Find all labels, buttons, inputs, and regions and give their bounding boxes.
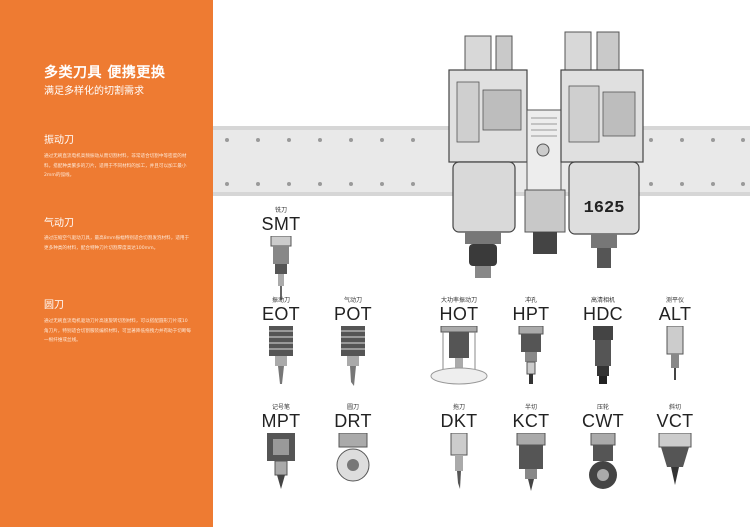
punch-tool-icon (518, 326, 544, 384)
tool-chinese-name: 铣刀 (274, 207, 287, 214)
tool-code: DRT (334, 411, 372, 431)
section-body-oscillating: 通过无刷直流电机高频振动从而切割材料，非常适合切割中等密度的材料。搭配种类繁多的… (44, 154, 187, 178)
tool-code: POT (334, 304, 372, 324)
section-heading-pneumatic: 气动刀 (44, 218, 74, 229)
tool-chinese-name: 振动刀 (271, 297, 290, 304)
tool-chinese-name: 斜切 (668, 404, 681, 411)
drag-knife-icon (450, 433, 468, 489)
pneumatic-tool-icon (341, 326, 365, 386)
section-body-rotary: 通过无刷直流电机驱动刀片高速旋转切割材料，可以搭配圆形刀片或10角刀片，特别适合… (44, 319, 192, 343)
tool-code: KCT (512, 411, 550, 431)
tool-code: HOT (439, 304, 479, 324)
tool-code: EOT (262, 304, 300, 324)
camera-icon (593, 326, 613, 384)
cutting-head-illustration: 1625 (213, 31, 750, 278)
marker-pen-icon (267, 433, 295, 489)
tool-chinese-name: 冲孔 (524, 297, 537, 304)
section-heading-oscillating: 振动刀 (44, 135, 74, 146)
rail-bolts (225, 138, 745, 186)
tool-code: HDC (583, 304, 623, 324)
kiss-cut-tool-icon (516, 433, 546, 491)
leveler-icon (666, 326, 684, 380)
crease-wheel-icon (589, 433, 617, 489)
tool-code: ALT (658, 304, 692, 324)
tool-chinese-name: 半切 (524, 404, 537, 411)
tool-chinese-name: 记号笔 (271, 404, 290, 411)
tool-chinese-name: 气动刀 (343, 297, 362, 304)
tool-code: CWT (582, 411, 624, 431)
page-title: 多类刀具 便携更换 (44, 65, 166, 81)
high-power-oscillating-tool-icon (430, 326, 488, 385)
sidebar-panel: 多类刀具 便携更换 满足多样化的切割需求 振动刀 通过无刷直流电机高频振动从而切… (0, 0, 213, 527)
tool-chinese-name: 拖刀 (452, 404, 465, 411)
tool-chinese-name: 大功率振动刀 (440, 297, 477, 304)
rotary-blade-icon (336, 433, 370, 482)
tool-chinese-name: 高清相机 (590, 297, 615, 304)
tool-code: HPT (512, 304, 550, 324)
tool-code: DKT (440, 411, 478, 431)
tool-chinese-name: 测平仪 (665, 297, 684, 304)
router-bit-icon (270, 236, 292, 300)
tool-chinese-name: 圆刀 (346, 404, 359, 411)
page-subtitle: 满足多样化的切割需求 (44, 86, 144, 97)
tool-chinese-name: 压轮 (596, 404, 609, 411)
tool-code: VCT (656, 411, 694, 431)
section-body-pneumatic: 通过压缩空气驱动刀具，最高8mm振幅特别适合切割发泡材料，适用于更多种类的材料，… (44, 236, 190, 251)
machine-model-label: 1625 (584, 199, 625, 218)
section-heading-rotary: 圆刀 (44, 300, 64, 311)
oscillating-tool-icon (269, 326, 293, 384)
tool-code: MPT (261, 411, 301, 431)
v-cut-tool-icon (658, 433, 692, 485)
tool-code: SMT (261, 214, 301, 234)
